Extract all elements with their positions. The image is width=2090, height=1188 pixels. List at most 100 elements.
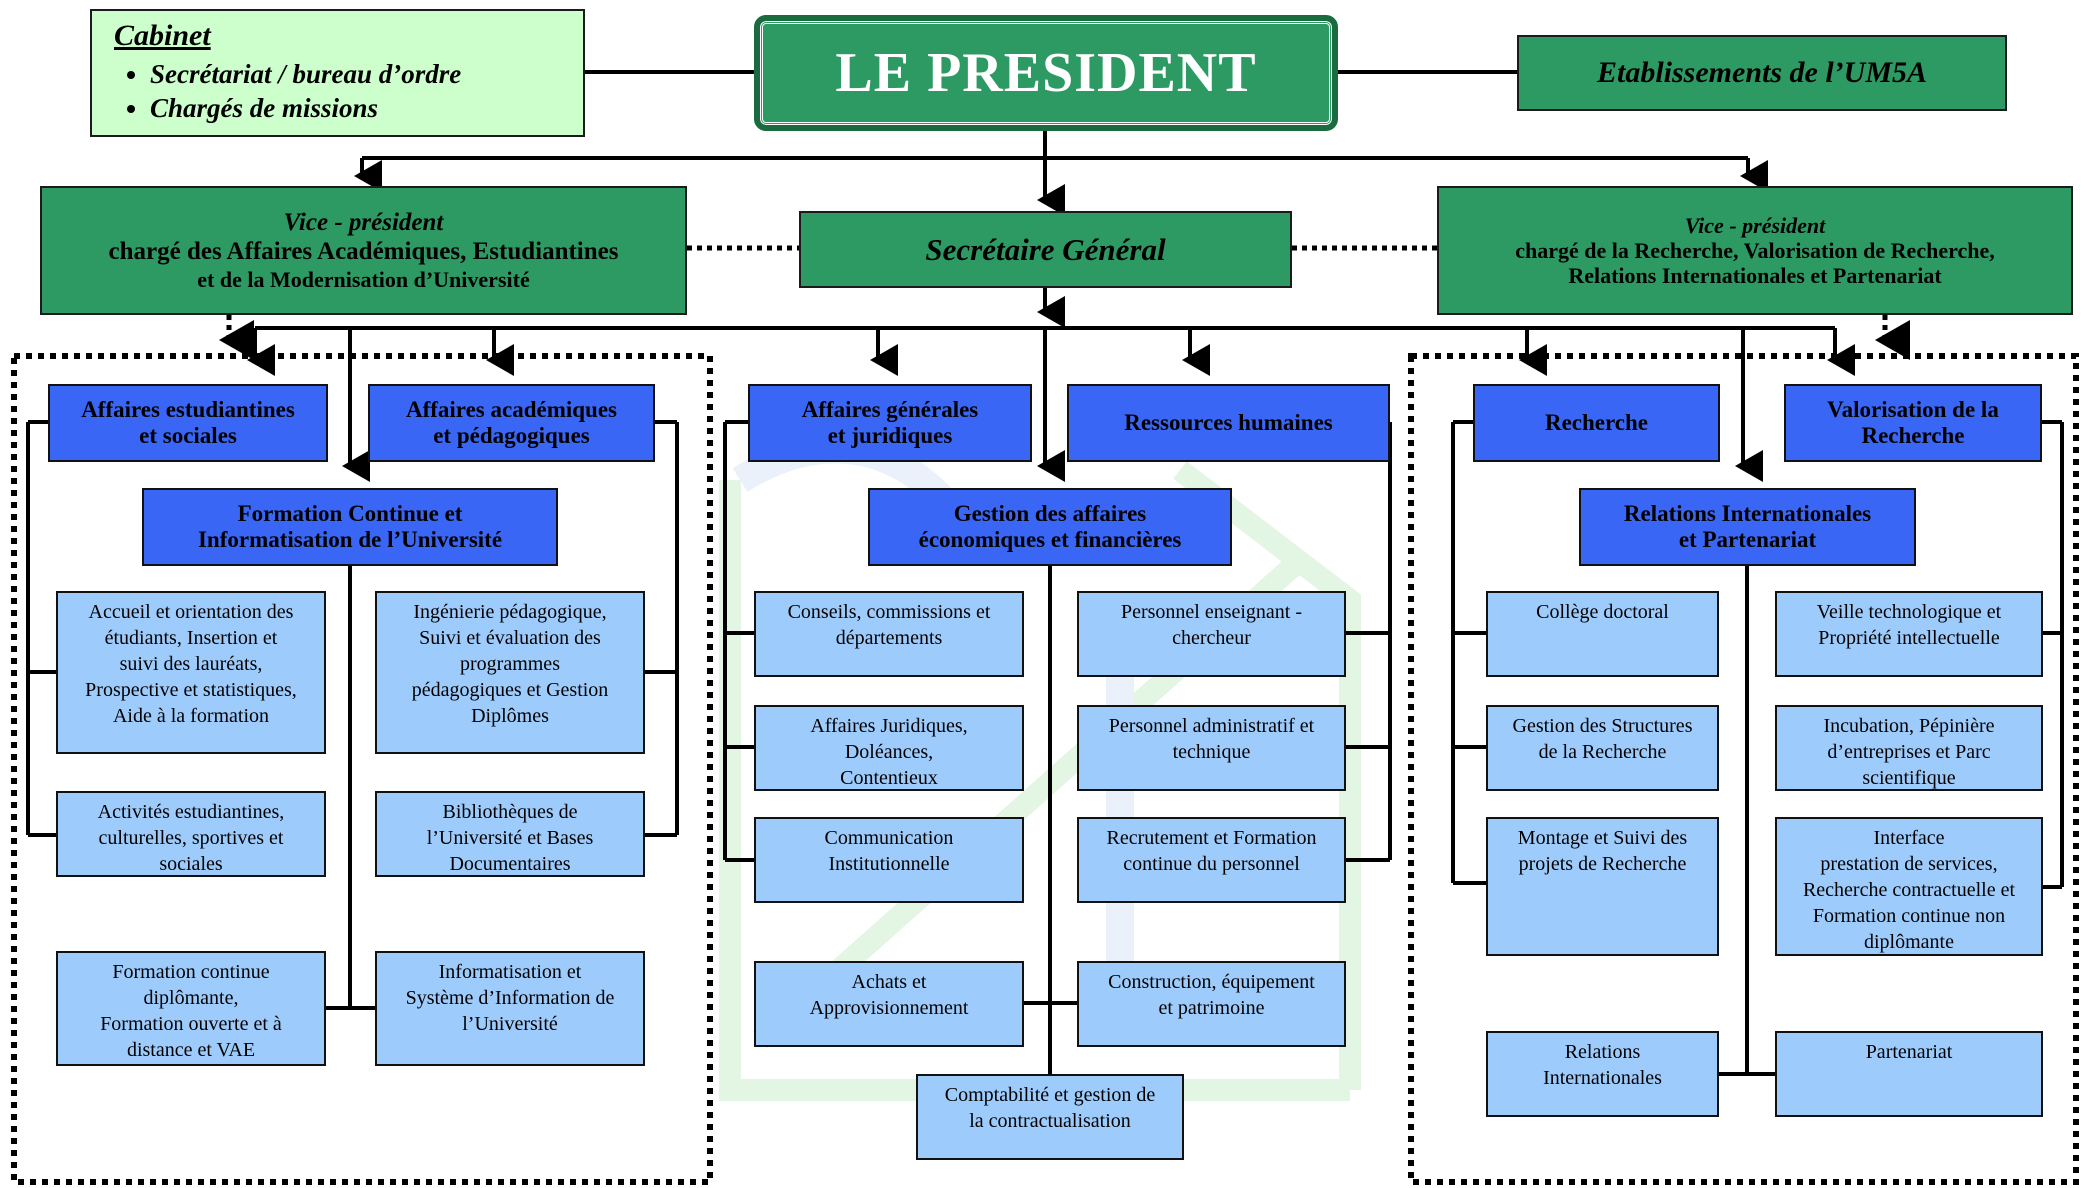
president-title: LE PRESIDENT (835, 41, 1257, 104)
dept-label: et Partenariat (1678, 527, 1817, 552)
service-label: Accueil et orientation des (88, 601, 294, 623)
service-affaires-juridiques: Affaires Juridiques, Doléances, Contenti… (754, 705, 1024, 791)
service-label: départements (835, 627, 943, 649)
service-label: technique (1172, 741, 1251, 763)
service-label: programmes (460, 653, 560, 675)
service-label: chercheur (1172, 627, 1251, 649)
service-label: Partenariat (1865, 1041, 1953, 1063)
service-relations-internationales: Relations Internationales (1486, 1031, 1719, 1117)
service-label: Formation ouverte et à (100, 1013, 282, 1035)
service-label: Aide à la formation (112, 705, 270, 727)
dept-affaires-generales: Affaires générales et juridiques (748, 384, 1032, 462)
service-personnel-enseignant: Personnel enseignant - chercheur (1077, 591, 1346, 677)
dept-affaires-estudiantines: Affaires estudiantines et sociales (48, 384, 328, 462)
secretary-general-box: Secrétaire Général (799, 211, 1292, 288)
dept-label: Relations Internationales (1623, 500, 1872, 526)
vp-title-line: chargé de la Recherche, Valorisation de … (1515, 237, 1995, 263)
service-formation-continue: Formation continue diplômante, Formation… (56, 951, 326, 1066)
vp-title-line: chargé des Affaires Académiques, Estudia… (108, 237, 619, 265)
service-label: Communication (824, 827, 954, 849)
service-conseils: Conseils, commissions et départements (754, 591, 1024, 677)
vp-role: Vice - président (1684, 212, 1826, 238)
cabinet-title: Cabinet (114, 19, 211, 53)
service-label: Bibliothèques de (442, 801, 578, 823)
service-montage: Montage et Suivi des projets de Recherch… (1486, 817, 1719, 956)
service-label: suivi des lauréats, (119, 653, 263, 675)
service-label: Doléances, (844, 741, 934, 763)
service-label: Relations (1564, 1041, 1641, 1063)
service-label: Interface (1873, 827, 1945, 849)
dept-ressources-humaines: Ressources humaines (1067, 384, 1390, 462)
vp-research-box: Vice - président chargé de la Recherche,… (1437, 186, 2073, 315)
service-label: diplômante, (143, 987, 239, 1009)
service-label: Diplômes (471, 705, 549, 727)
service-informatisation: Informatisation et Système d’Information… (375, 951, 645, 1066)
vp-title-line: Relations Internationales et Partenariat (1568, 263, 1942, 289)
service-college-doctoral: Collège doctoral (1486, 591, 1719, 677)
service-personnel-administratif: Personnel administratif et technique (1077, 705, 1346, 791)
service-label: Conseils, commissions et (787, 601, 991, 623)
service-label: Documentaires (449, 853, 571, 875)
service-label: Gestion des Structures (1512, 715, 1693, 737)
service-label: scientifique (1862, 767, 1956, 789)
service-communication: Communication Institutionnelle (754, 817, 1024, 903)
service-label: étudiants, Insertion et (104, 627, 278, 649)
service-label: distance et VAE (126, 1039, 256, 1061)
cabinet-item: Secrétariat / bureau d’ordre (150, 59, 461, 90)
dept-gestion-affaires: Gestion des affaires économiques et fina… (868, 488, 1232, 566)
service-label: la contractualisation (969, 1110, 1131, 1132)
service-label: Formation continue non (1812, 905, 2006, 927)
service-label: Contentieux (840, 767, 938, 789)
service-label: Informatisation et (438, 961, 582, 983)
service-achats: Achats et Approvisionnement (754, 961, 1024, 1047)
service-label: culturelles, sportives et (98, 827, 284, 849)
service-ingenierie: Ingénierie pédagogique, Suivi et évaluat… (375, 591, 645, 754)
dept-relations-internationales: Relations Internationales et Partenariat (1579, 488, 1916, 566)
service-label: Personnel enseignant - (1120, 601, 1303, 623)
vp-role: Vice - président (283, 209, 444, 237)
service-label: Activités estudiantines, (97, 801, 285, 823)
service-label: continue du personnel (1123, 853, 1300, 875)
establishments-box: Etablissements de l’UM5A (1517, 35, 2007, 111)
service-incubation: Incubation, Pépinière d’entreprises et P… (1775, 705, 2043, 791)
service-label: prestation de services, (1820, 853, 1998, 875)
service-label: Veille technologique et (1816, 601, 2002, 623)
establishments-label: Etablissements de l’UM5A (1596, 55, 1927, 89)
service-bibliotheques: Bibliothèques de l’Université et Bases D… (375, 791, 645, 877)
service-label: et patrimoine (1158, 997, 1265, 1019)
service-interface: Interface prestation de services, Recher… (1775, 817, 2043, 956)
service-label: l’Université et Bases (426, 827, 594, 849)
service-label: Approvisionnement (809, 997, 969, 1019)
service-label: Recherche contractuelle et (1802, 879, 2016, 901)
service-partenariat: Partenariat (1775, 1031, 2043, 1117)
service-label: Collège doctoral (1536, 601, 1669, 623)
dept-label: Informatisation de l’Université (197, 527, 503, 552)
cabinet-item: Chargés de missions (150, 93, 461, 124)
service-label: Recrutement et Formation (1106, 827, 1317, 849)
service-activites: Activités estudiantines, culturelles, sp… (56, 791, 326, 877)
service-label: de la Recherche (1538, 741, 1667, 763)
dept-label: Recherche (1861, 423, 1965, 448)
dept-label: et pédagogiques (433, 423, 590, 448)
dept-affaires-academiques: Affaires académiques et pédagogiques (368, 384, 655, 462)
dept-label: Valorisation de la (1827, 396, 1999, 422)
dept-label: Ressources humaines (1124, 409, 1333, 435)
service-construction: Construction, équipement et patrimoine (1077, 961, 1346, 1047)
service-label: Formation continue (112, 961, 270, 983)
service-label: Ingénierie pédagogique, (413, 601, 607, 623)
service-comptabilite: Comptabilité et gestion de la contractua… (916, 1074, 1184, 1160)
dept-recherche: Recherche (1473, 384, 1720, 462)
president-box: LE PRESIDENT (754, 15, 1338, 131)
dept-label: Gestion des affaires (953, 500, 1147, 526)
dept-valorisation: Valorisation de la Recherche (1784, 384, 2042, 462)
service-label: Comptabilité et gestion de (944, 1084, 1156, 1106)
cabinet-list: Secrétariat / bureau d’ordre Chargés de … (114, 56, 461, 127)
service-veille: Veille technologique et Propriété intell… (1775, 591, 2043, 677)
service-label: Internationales (1543, 1067, 1662, 1089)
service-label: Système d’Information de (405, 987, 615, 1009)
service-label: Suivi et évaluation des (419, 627, 601, 649)
dept-label: Recherche (1544, 409, 1649, 435)
dept-label: économiques et financières (918, 527, 1182, 552)
service-label: Affaires Juridiques, (810, 715, 968, 737)
